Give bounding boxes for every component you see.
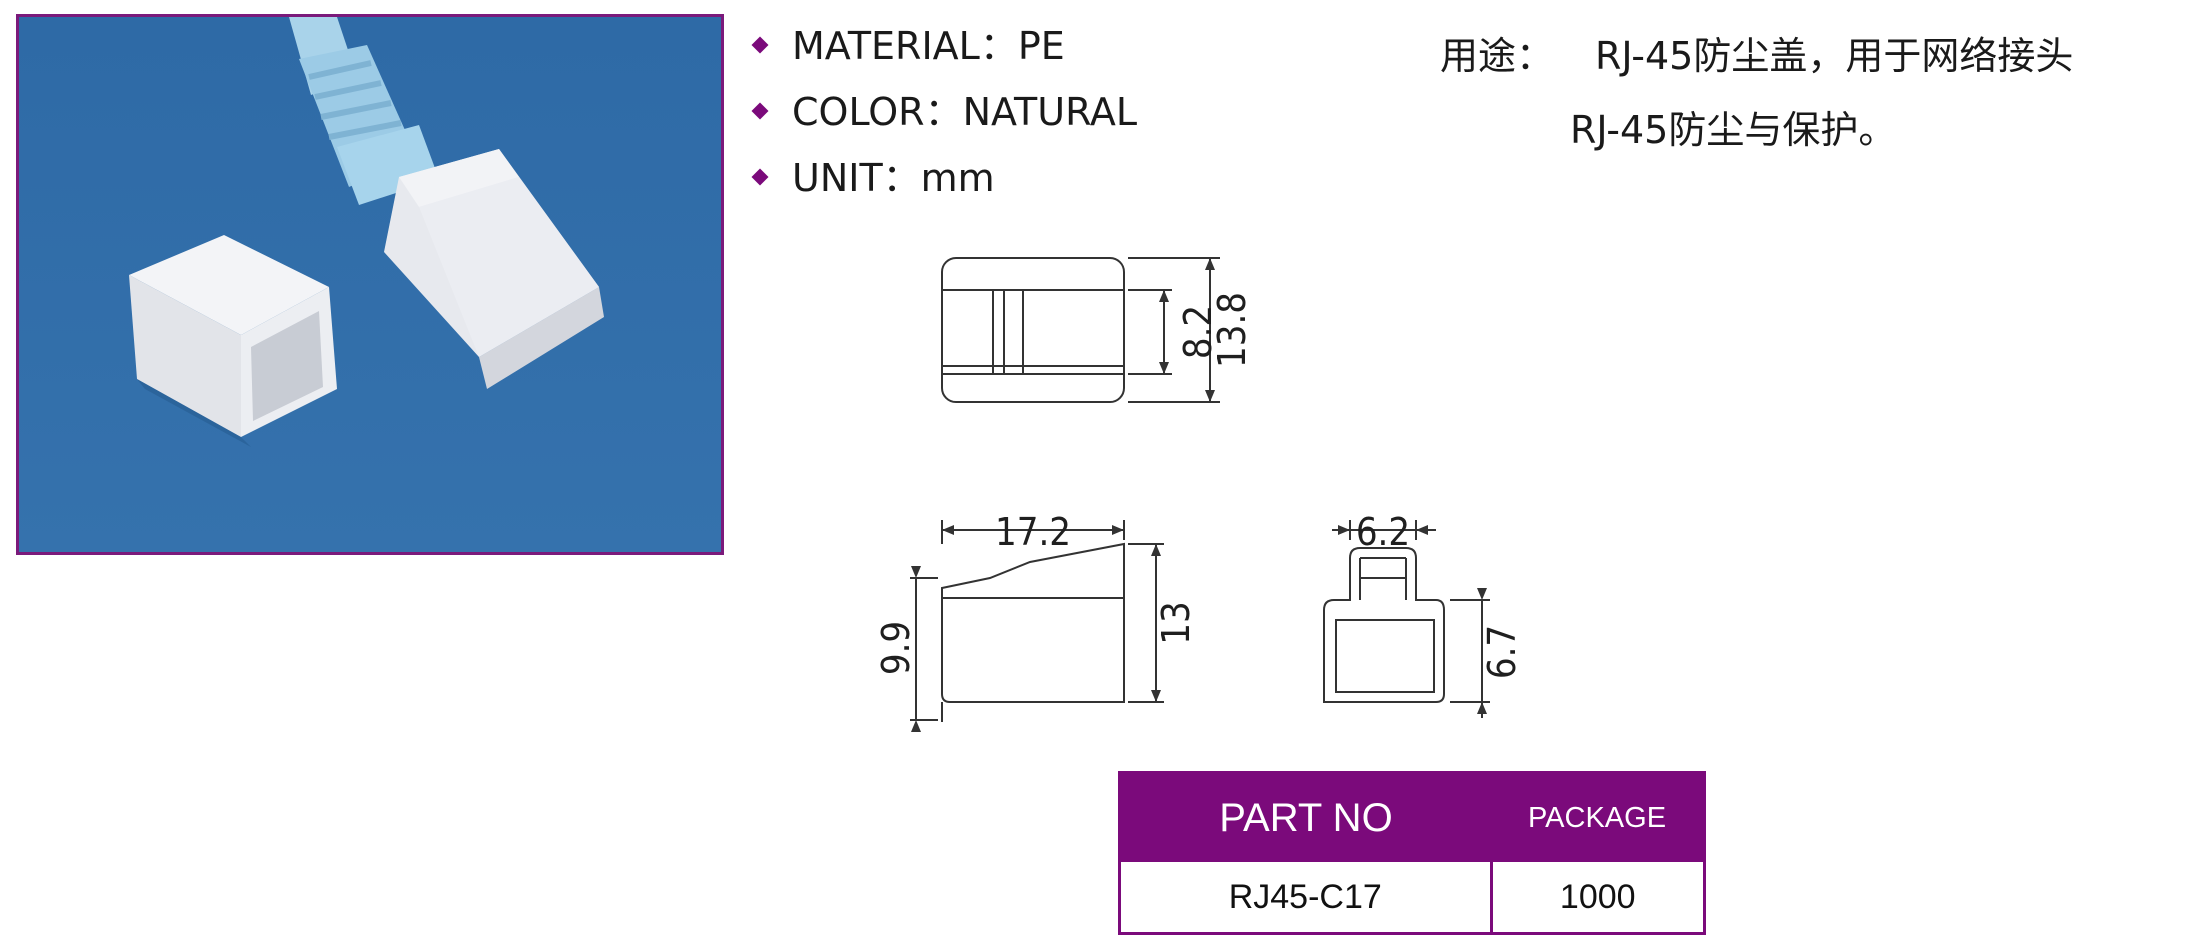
dim-side-right-height: 13 <box>1154 601 1198 645</box>
side-view-drawing <box>910 520 1164 722</box>
usage-line-1: RJ-45防尘盖，用于网络接头 <box>1595 34 2074 78</box>
usage-description: 用途： RJ-45防尘盖，用于网络接头 RJ-45防尘与保护。 <box>1440 32 2073 154</box>
diamond-bullet-icon <box>751 102 769 120</box>
cell-part-no: RJ45-C17 <box>1228 877 1382 916</box>
front-view-drawing <box>1323 520 1490 718</box>
usage-line-2: RJ-45防尘与保护。 <box>1570 108 1897 152</box>
spec-list: MATERIAL：PE COLOR：NATURAL UNIT：mm <box>751 22 1138 220</box>
spec-unit-text: UNIT：mm <box>792 156 995 200</box>
spec-material-text: MATERIAL：PE <box>792 24 1065 68</box>
usage-label: 用途： <box>1440 34 1555 78</box>
top-view-drawing <box>941 257 1220 403</box>
dim-front-top-width: 6.2 <box>1356 510 1410 554</box>
dim-top-outer: 13.8 <box>1210 292 1254 368</box>
technical-drawings: 8.2 13.8 17.2 9.9 13 6.2 6.7 <box>880 257 1524 732</box>
dim-side-left-height: 9.9 <box>880 621 918 675</box>
diamond-bullet-icon <box>751 168 769 186</box>
dim-top-inner: 8.2 <box>1176 305 1220 359</box>
dim-side-length: 17.2 <box>995 510 1071 554</box>
spec-material: MATERIAL：PE <box>751 22 1137 88</box>
cell-package: 1000 <box>1489 862 1705 934</box>
product-photo <box>16 14 724 555</box>
column-header-part-no: PART NO <box>1119 772 1491 862</box>
spec-color-text: COLOR：NATURAL <box>792 90 1138 134</box>
dim-front-inner-height: 6.7 <box>1480 625 1524 679</box>
spec-color: COLOR：NATURAL <box>751 88 1138 154</box>
table-header-row: PART NO PACKAGE <box>1119 772 1705 862</box>
part-table: PART NO PACKAGE RJ45-C17 1000 <box>1118 771 1706 935</box>
diamond-bullet-icon <box>751 36 769 54</box>
spec-unit: UNIT：mm <box>751 154 1137 220</box>
column-header-package: PACKAGE <box>1491 772 1705 862</box>
table-row: RJ45-C17 1000 <box>1120 862 1705 934</box>
